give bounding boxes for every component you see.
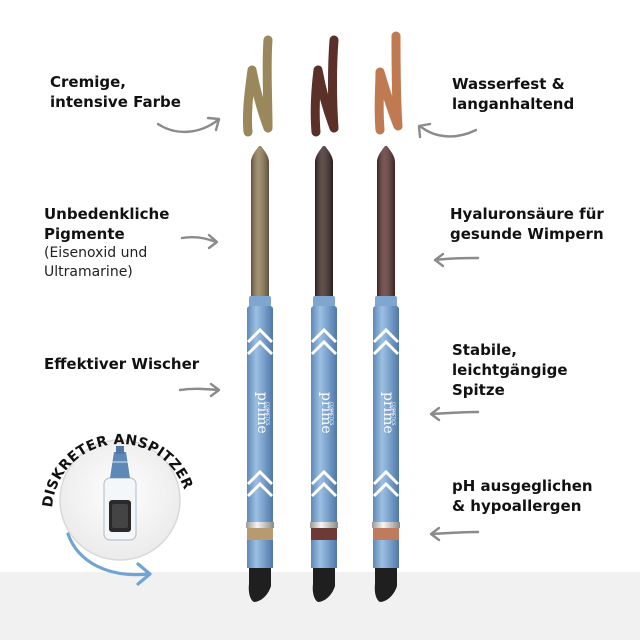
pencil-chrome-ring bbox=[310, 522, 338, 528]
brand-name: prime bbox=[380, 392, 396, 434]
sharpener-icon bbox=[103, 446, 137, 541]
brand-tagline: COSMETICS bbox=[391, 402, 396, 426]
chevron-up-icon bbox=[372, 469, 400, 498]
feature-wiper-line1: Effektiver Wischer bbox=[44, 355, 200, 373]
feature-hyaluron: Hyaluronsäure für gesunde Wimpern bbox=[450, 204, 604, 244]
feature-pigments-line1: Unbedenkliche bbox=[44, 205, 170, 223]
feature-pigments-line2: Pigmente bbox=[44, 225, 125, 243]
feature-waterproof-line1: Wasserfest & bbox=[452, 75, 565, 93]
feature-waterproof-line2: langanhaltend bbox=[452, 95, 575, 113]
swatch-olive bbox=[243, 35, 273, 137]
pencil-lead-shade bbox=[377, 146, 395, 300]
feature-tip-line2: leichtgängige bbox=[452, 361, 568, 379]
pencil-collar bbox=[249, 296, 271, 308]
pencil-smudger bbox=[248, 568, 271, 602]
brand-name: prime bbox=[318, 392, 334, 434]
arrow-wiper bbox=[178, 382, 221, 398]
pencil-color-band bbox=[247, 528, 273, 540]
arrow-waterproof bbox=[417, 122, 478, 139]
arrow-hyaluron bbox=[433, 252, 480, 268]
feature-tip-line1: Stabile, bbox=[452, 341, 517, 359]
chevron-up-icon bbox=[246, 469, 274, 498]
feature-ph: pH ausgeglichen & hypoallergen bbox=[452, 476, 593, 516]
feature-creamy-line2: intensive Farbe bbox=[50, 93, 181, 111]
brand-tagline: COSMETICS bbox=[329, 402, 334, 426]
pencil-barrel-bottom bbox=[247, 540, 273, 568]
feature-creamy-line1: Cremige, bbox=[50, 73, 126, 91]
pencil-barrel bbox=[247, 306, 273, 542]
sharpener-badge: DISKRETER ANSPITZER bbox=[40, 432, 195, 586]
pencil-collar bbox=[375, 296, 397, 308]
pencil-barrel bbox=[373, 306, 399, 542]
pencil-color-band bbox=[311, 528, 337, 540]
feature-tip-line3: Spitze bbox=[452, 381, 505, 399]
pencil-chrome-ring bbox=[246, 522, 274, 528]
pencil-barrel-bottom bbox=[373, 540, 399, 568]
feature-pigments: Unbedenkliche Pigmente (Eisenoxid und Ul… bbox=[44, 204, 169, 282]
feature-pigments-note1: (Eisenoxid und bbox=[44, 245, 148, 261]
feature-ph-line2: & hypoallergen bbox=[452, 497, 582, 515]
feature-tip: Stabile, leichtgängige Spitze bbox=[452, 340, 568, 400]
feature-hyaluron-line1: Hyaluronsäure für bbox=[450, 205, 604, 223]
pencil-barrel-bottom bbox=[311, 540, 337, 568]
swatch-dark-brown bbox=[310, 35, 339, 137]
feature-wiper: Effektiver Wischer bbox=[44, 354, 199, 374]
curve-arrow bbox=[66, 532, 152, 586]
feature-pigments-note2: Ultramarine) bbox=[44, 264, 133, 280]
chevron-up-icon bbox=[372, 327, 400, 356]
arrow-ph bbox=[429, 526, 480, 542]
pencil-color-band bbox=[373, 528, 399, 540]
feature-ph-line1: pH ausgeglichen bbox=[452, 477, 593, 495]
pencil-chrome-ring bbox=[372, 522, 400, 528]
arrow-creamy bbox=[156, 116, 221, 134]
pencil-lead-shade bbox=[315, 146, 333, 300]
chevron-up-icon bbox=[246, 327, 274, 356]
pencil-smudger bbox=[312, 568, 335, 602]
chevron-up-icon bbox=[310, 469, 338, 498]
pencil-barrel bbox=[311, 306, 337, 542]
brand-tagline: COSMETICS bbox=[265, 402, 270, 426]
feature-creamy: Cremige, intensive Farbe bbox=[50, 72, 181, 112]
pencil-lead-shade bbox=[251, 146, 269, 300]
feature-hyaluron-line2: gesunde Wimpern bbox=[450, 225, 604, 243]
pencil-smudger bbox=[374, 568, 397, 602]
pencil-collar bbox=[313, 296, 335, 308]
arrow-pigments bbox=[180, 233, 219, 250]
brand-name: prime bbox=[254, 392, 270, 434]
chevron-up-icon bbox=[310, 327, 338, 356]
arrow-tip bbox=[429, 406, 480, 422]
swatch-copper bbox=[374, 31, 403, 135]
feature-waterproof: Wasserfest & langanhaltend bbox=[452, 74, 574, 114]
